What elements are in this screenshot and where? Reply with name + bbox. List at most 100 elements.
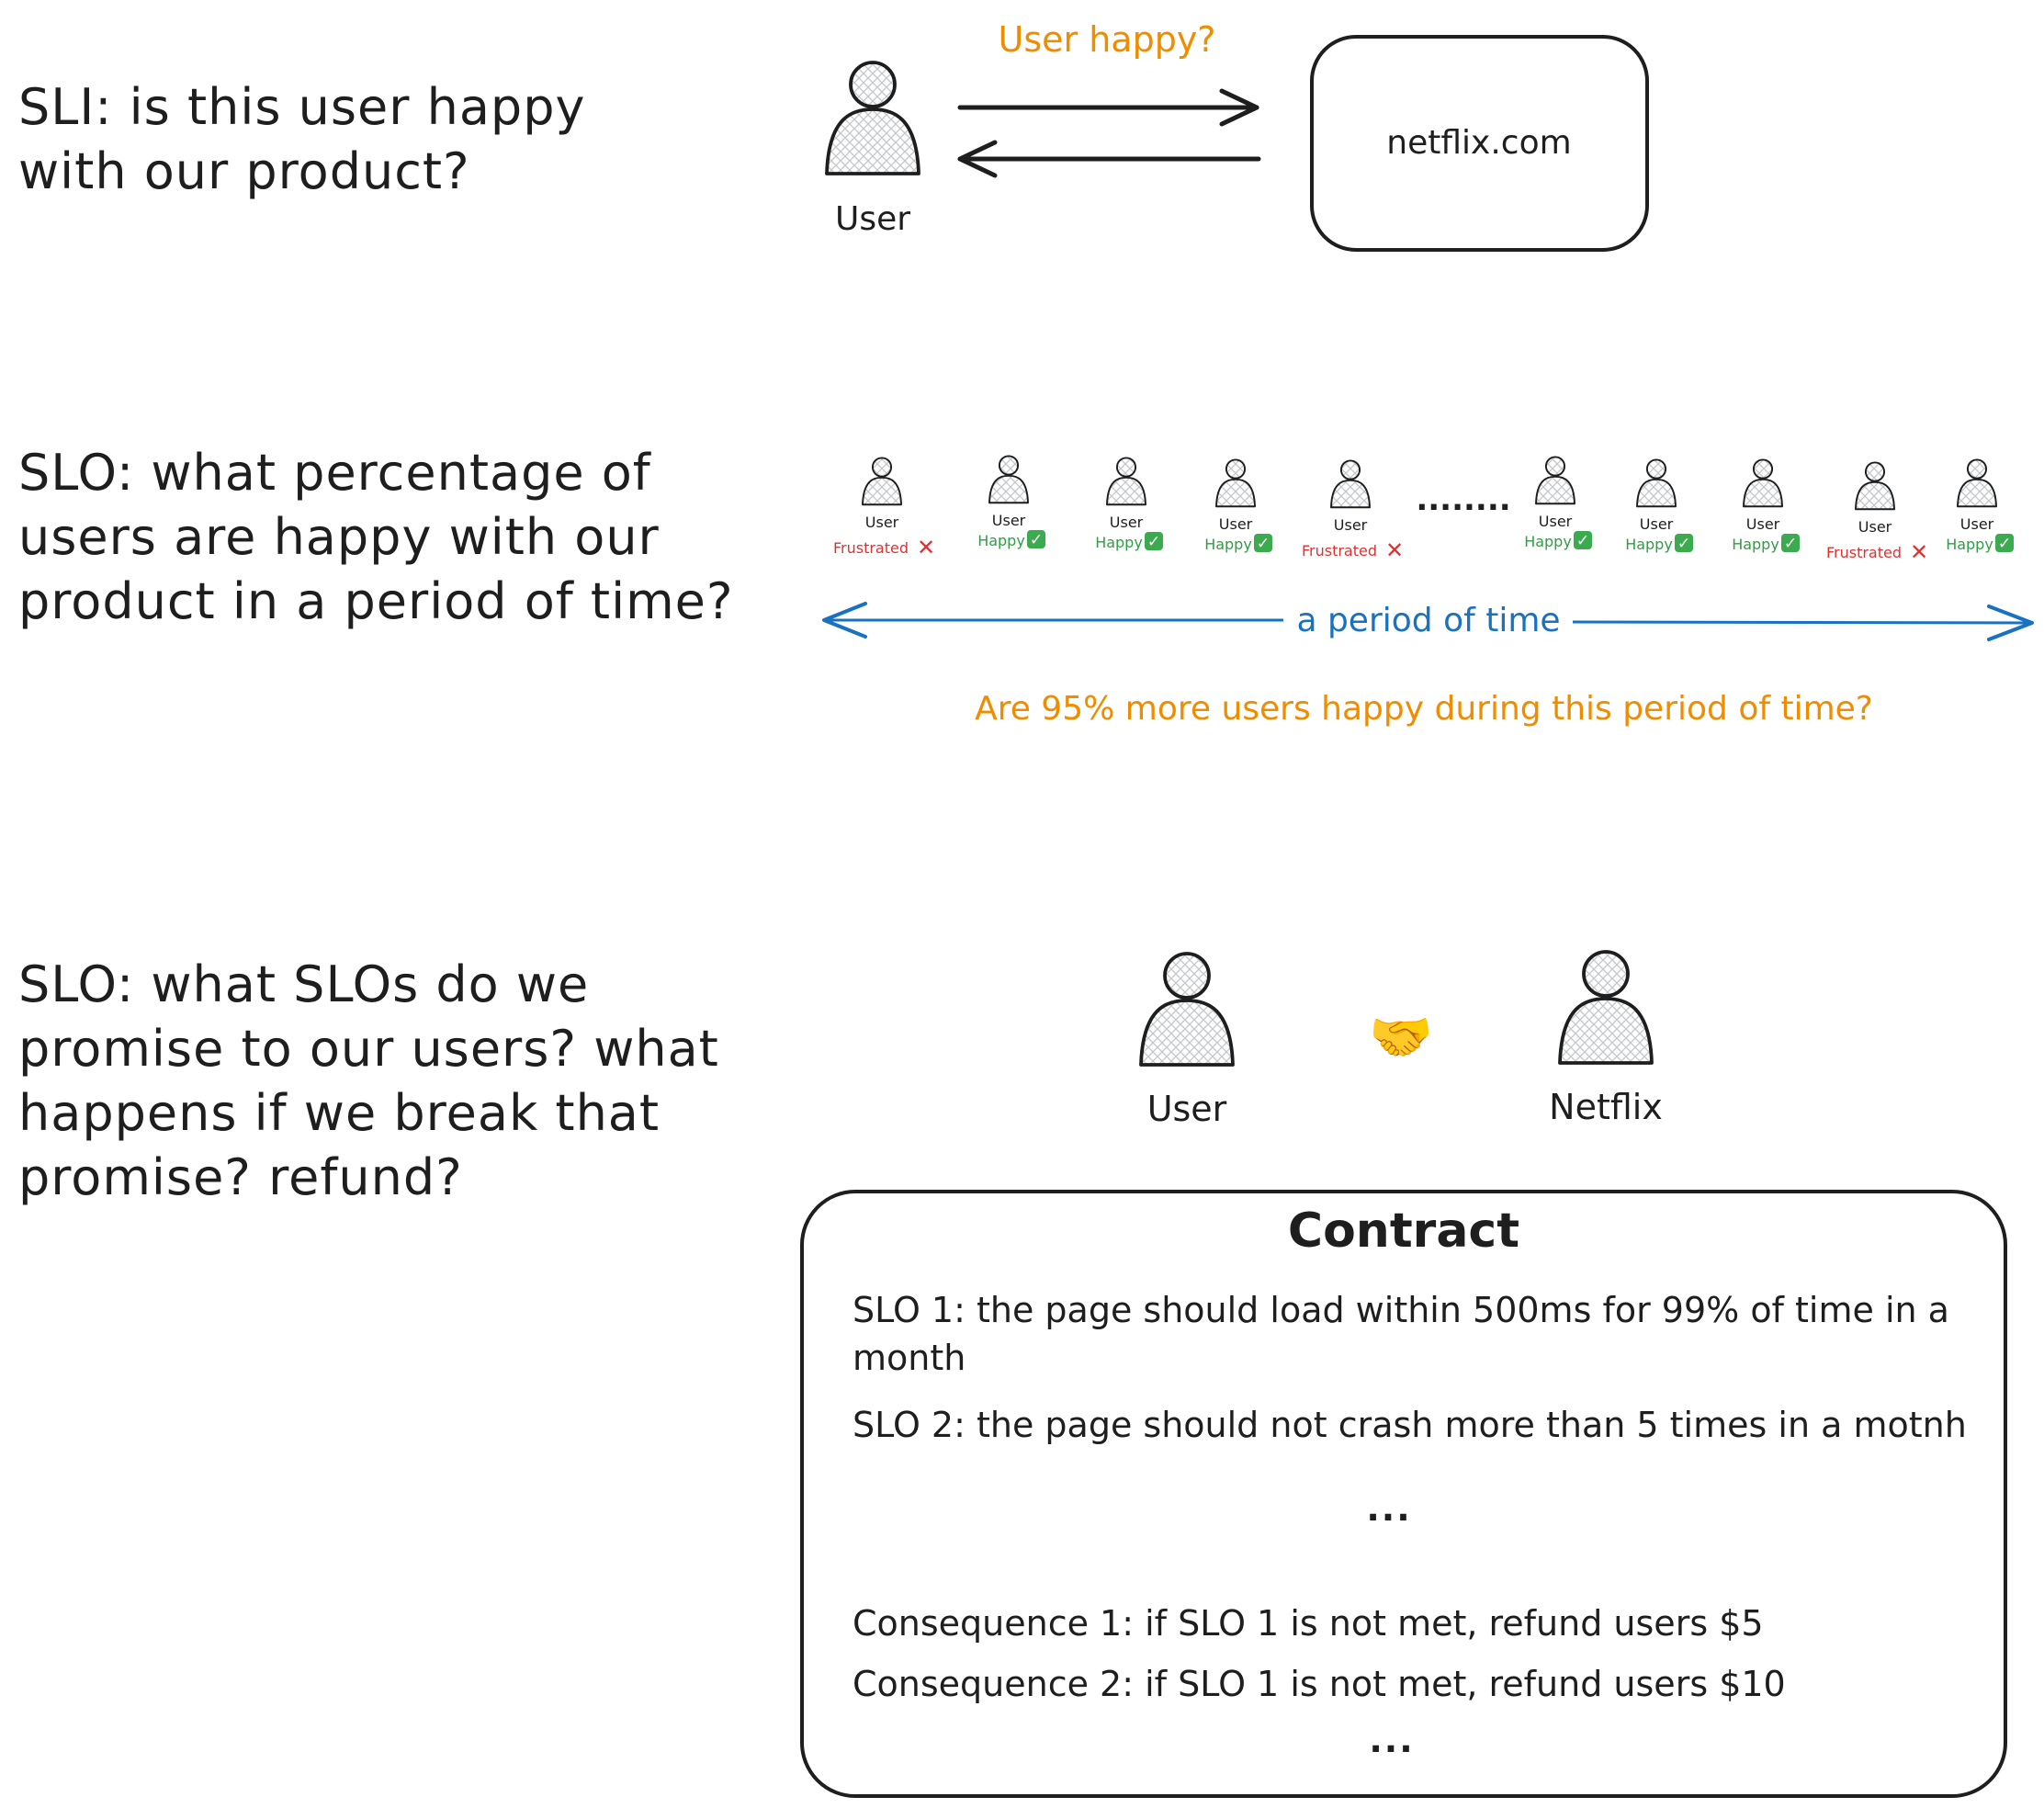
cross-icon: ✕: [917, 535, 935, 560]
happiness-question: Are 95% more users happy during this per…: [975, 690, 1873, 728]
check-icon: [1145, 532, 1163, 550]
agreement-user-label: User: [1147, 1089, 1227, 1129]
sli-user: [825, 61, 920, 175]
check-mark: ✓: [1576, 532, 1589, 550]
sli-user-figure: [825, 61, 920, 175]
timeline-user-1-head: [871, 457, 893, 478]
timeline-user-4: [1215, 458, 1256, 508]
request-arrow: [957, 88, 1259, 127]
contract-slo-2: SLO 2: the page should not crash more th…: [853, 1405, 1967, 1445]
timeline-user-label: User: [1746, 515, 1780, 533]
sli-arrow-label: User happy?: [999, 19, 1216, 60]
timeline-user-label: User: [1539, 513, 1573, 530]
timeline-status-label: Happy: [977, 532, 1025, 549]
service-box: [1310, 35, 1649, 252]
timeline-user-5-body: [1330, 479, 1371, 509]
timeline-user-2-body: [988, 474, 1029, 504]
timeline-user-label: User: [1219, 515, 1253, 533]
timeline-user-1-body: [862, 476, 902, 506]
timeline-user-5-head: [1339, 459, 1361, 480]
agreement-netflix-head: [1582, 950, 1630, 998]
timeline-user-6-body: [1535, 475, 1575, 505]
timeline-user-2: [988, 455, 1029, 504]
service-label: netflix.com: [1386, 124, 1571, 162]
check-mark: ✓: [1147, 533, 1160, 551]
timeline-user-9-body: [1855, 480, 1895, 511]
timeline-user-label: User: [992, 512, 1026, 529]
timeline-user-label: User: [1960, 515, 1994, 533]
contract-title: Contract: [1287, 1203, 1520, 1259]
timeline-user-3: [1106, 457, 1146, 506]
timeline-user-label: User: [865, 514, 899, 531]
agreement-netflix: [1558, 950, 1654, 1065]
period-label: a period of time: [1296, 602, 1560, 639]
timeline-user-5: [1330, 459, 1371, 509]
timeline-user-10-body: [1957, 478, 1997, 508]
timeline-user-9-head: [1864, 461, 1886, 482]
contract-slo-ellipsis: ...: [1366, 1488, 1412, 1529]
timeline-user-label: User: [1640, 515, 1674, 533]
period-arrow: [822, 602, 2034, 641]
timeline-user-6-head: [1544, 456, 1566, 477]
contract-slo-1: SLO 1: the page should load within 500ms…: [853, 1290, 1949, 1378]
timeline-user-1: [862, 457, 902, 506]
check-mark: ✓: [1784, 535, 1797, 553]
slo-promise-question: SLO: what SLOs do we promise to our user…: [18, 955, 719, 1206]
timeline-status-label: Frustrated: [1302, 542, 1377, 559]
timeline-user-label: User: [1110, 514, 1144, 531]
cross-icon: ✕: [1910, 539, 1928, 565]
timeline-user-label: User: [1334, 516, 1368, 534]
timeline-user-4-body: [1215, 478, 1256, 508]
timeline-user-7-head: [1645, 458, 1667, 480]
timeline-user-9: [1855, 461, 1895, 511]
timeline-user-8-head: [1752, 458, 1774, 480]
sli-user-head: [849, 61, 897, 108]
timeline-status-label: Happy: [1095, 534, 1143, 551]
timeline-ellipsis: ........: [1416, 481, 1510, 518]
timeline-status-label: Frustrated: [833, 539, 909, 557]
agreement-netflix-label: Netflix: [1549, 1087, 1663, 1127]
agreement-user-body: [1139, 999, 1235, 1067]
agreement-user-figure: [1139, 952, 1235, 1067]
timeline-user-8: [1743, 458, 1783, 508]
contract-consequence-2: Consequence 2: if SLO 1 is not met, refu…: [853, 1664, 1786, 1704]
check-mark: ✓: [1677, 535, 1690, 553]
agreement-netflix-body: [1558, 997, 1654, 1065]
timeline-user-label: User: [1858, 518, 1892, 536]
check-icon: [1254, 534, 1272, 552]
check-mark: ✓: [1998, 535, 2011, 553]
timeline-status-label: Happy: [1524, 533, 1572, 550]
timeline-status-label: Happy: [1204, 536, 1252, 553]
timeline-user-10: [1957, 458, 1997, 508]
timeline-status-label: Happy: [1946, 536, 1993, 553]
agreement-user: [1139, 952, 1235, 1067]
timeline-status-label: Happy: [1625, 536, 1673, 553]
check-mark: ✓: [1257, 535, 1270, 553]
cross-icon: ✕: [1385, 537, 1404, 563]
timeline-user-2-head: [998, 455, 1020, 476]
check-icon: [1574, 531, 1592, 549]
agreement-netflix-figure: [1558, 950, 1654, 1065]
timeline-user-7: [1636, 458, 1677, 508]
check-icon: [1781, 534, 1800, 552]
agreement-user-head: [1163, 952, 1211, 1000]
slo-percentage-question: SLO: what percentage of users are happy …: [18, 444, 734, 630]
timeline-user-8-body: [1743, 478, 1783, 508]
timeline-users: UserFrustrated✕UserHappy✓UserHappy✓UserH…: [833, 455, 2014, 565]
response-arrow: [957, 140, 1261, 178]
check-icon: [1995, 534, 2014, 552]
timeline-status-label: Happy: [1732, 536, 1779, 553]
check-icon: [1027, 530, 1045, 548]
contract-consequence-ellipsis: ...: [1369, 1720, 1415, 1760]
timeline-user-6: [1535, 456, 1575, 505]
check-mark: ✓: [1030, 531, 1043, 549]
timeline-user-10-head: [1966, 458, 1988, 480]
handshake-icon: 🤝: [1369, 1008, 1433, 1068]
timeline-user-3-body: [1106, 476, 1146, 506]
check-icon: [1675, 534, 1693, 552]
sli-user-body: [825, 107, 920, 175]
timeline-user-7-body: [1636, 478, 1677, 508]
sli-user-label: User: [835, 200, 910, 238]
